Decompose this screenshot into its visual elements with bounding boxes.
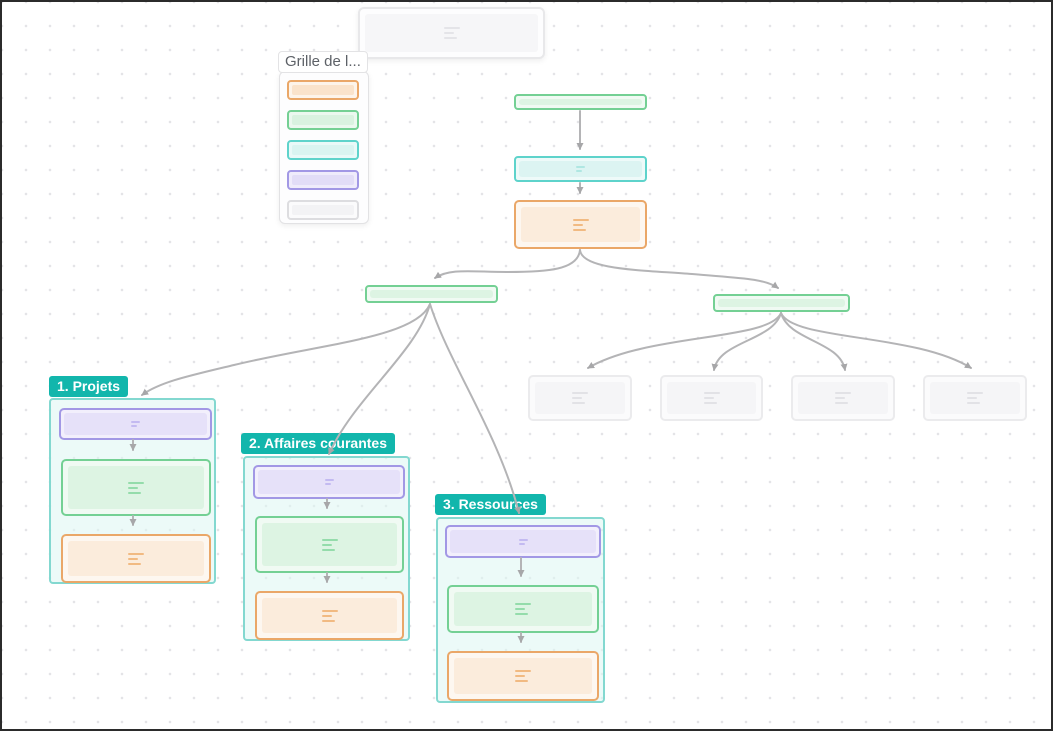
swatch-fill xyxy=(292,115,354,125)
group-container-projets[interactable] xyxy=(49,398,216,584)
swatch-fill xyxy=(292,175,354,185)
edge-rightbar-to-leaf-2[interactable] xyxy=(711,312,782,371)
green-node[interactable] xyxy=(255,516,404,573)
orange-node[interactable] xyxy=(255,591,404,640)
gray-leaf-node-4[interactable] xyxy=(923,375,1027,421)
edge-leftbar-to-affaires[interactable] xyxy=(328,303,431,455)
text-lines-icon xyxy=(131,421,140,427)
swatch-fill xyxy=(292,85,354,95)
group-badge-affaires-courantes[interactable]: 2. Affaires courantes xyxy=(241,433,395,454)
green-node[interactable] xyxy=(447,585,599,633)
text-lines-icon xyxy=(576,166,585,172)
group-badge-projets[interactable]: 1. Projets xyxy=(49,376,129,397)
edge-orange-to-right-bar[interactable] xyxy=(579,249,779,289)
text-lines-icon xyxy=(321,609,338,622)
teal-bar-node[interactable] xyxy=(514,156,647,182)
legend-swatch-gray[interactable] xyxy=(287,200,359,220)
group-badge-label: 2. Affaires courantes xyxy=(249,435,387,451)
gray-leaf-node-1[interactable] xyxy=(528,375,632,421)
text-lines-icon xyxy=(572,218,589,231)
group-badge-label: 1. Projets xyxy=(57,378,121,394)
text-lines-icon xyxy=(324,479,334,485)
edge-orange-to-left-bar[interactable] xyxy=(434,249,581,279)
orange-central-node[interactable] xyxy=(514,200,647,249)
text-lines-icon xyxy=(572,392,588,404)
legend-swatch-green[interactable] xyxy=(287,110,359,130)
text-lines-icon xyxy=(443,27,460,39)
orange-node[interactable] xyxy=(61,534,211,583)
purple-node[interactable] xyxy=(253,465,405,499)
green-node[interactable] xyxy=(61,459,211,516)
root-bar-node[interactable] xyxy=(514,94,647,110)
text-lines-icon xyxy=(967,392,983,404)
gray-leaf-node-2[interactable] xyxy=(660,375,763,421)
gray-leaf-node-3[interactable] xyxy=(791,375,895,421)
text-lines-icon xyxy=(321,538,338,551)
legend-swatch-purple[interactable] xyxy=(287,170,359,190)
group-badge-label: 3. Ressources xyxy=(443,496,538,512)
swatch-fill xyxy=(292,205,354,215)
left-branch-bar-node[interactable] xyxy=(365,285,498,303)
legend-title-text: Grille de l... xyxy=(285,53,361,70)
edge-rightbar-to-leaf-4[interactable] xyxy=(780,312,972,369)
purple-node[interactable] xyxy=(445,525,601,558)
text-lines-icon xyxy=(128,552,144,565)
text-lines-icon xyxy=(515,670,531,682)
orange-node[interactable] xyxy=(447,651,599,701)
text-lines-icon xyxy=(128,481,144,494)
top-card-node[interactable] xyxy=(358,7,545,59)
purple-node[interactable] xyxy=(59,408,212,440)
group-container-affaires-courantes[interactable] xyxy=(243,456,410,641)
text-lines-icon xyxy=(518,538,528,545)
edge-leftbar-to-projets[interactable] xyxy=(141,303,431,396)
group-badge-ressources[interactable]: 3. Ressources xyxy=(435,494,546,515)
legend-title: Grille de l... xyxy=(278,51,368,73)
edge-rightbar-to-leaf-3[interactable] xyxy=(780,312,848,371)
edge-rightbar-to-leaf-1[interactable] xyxy=(587,312,782,369)
legend-items xyxy=(287,80,359,220)
right-branch-bar-node[interactable] xyxy=(713,294,850,312)
legend-card[interactable] xyxy=(279,71,369,224)
legend-swatch-orange[interactable] xyxy=(287,80,359,100)
text-lines-icon xyxy=(515,603,531,615)
swatch-fill xyxy=(292,145,354,155)
text-lines-icon xyxy=(703,392,720,404)
edge-leftbar-to-ressources[interactable] xyxy=(429,303,521,514)
legend-swatch-teal[interactable] xyxy=(287,140,359,160)
text-lines-icon xyxy=(835,392,851,404)
group-container-ressources[interactable] xyxy=(436,517,605,703)
